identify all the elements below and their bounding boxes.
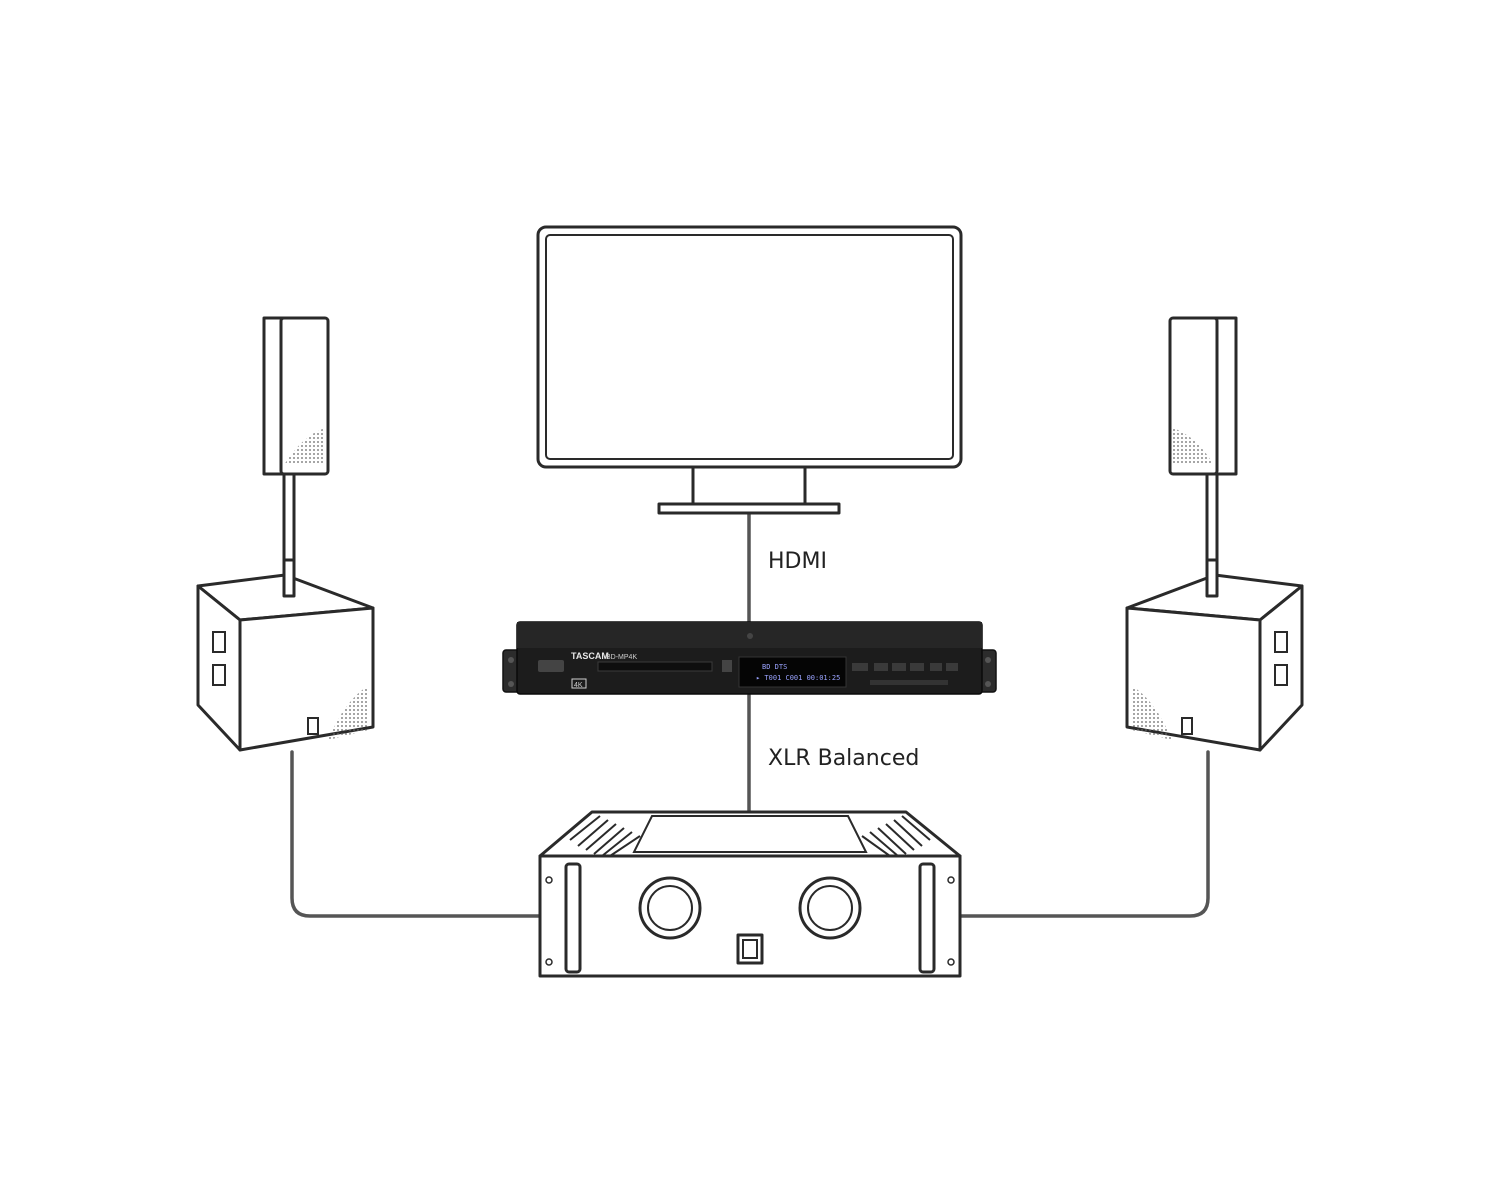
right-satellite-speaker-icon: [1168, 316, 1238, 600]
amplifier-icon: [538, 810, 962, 978]
skip-forward-button[interactable]: [946, 663, 958, 671]
play-button[interactable]: [892, 663, 906, 671]
right-subwoofer-icon: [1125, 558, 1304, 752]
left-volume-knob[interactable]: [638, 876, 702, 940]
badge-4k-frame: [571, 678, 587, 689]
xlr-balanced-label: XLR Balanced: [768, 746, 920, 771]
player-model: BD-MP4K: [606, 654, 637, 661]
left-satellite-speaker-icon: [262, 316, 330, 600]
left-subwoofer-icon: [196, 558, 375, 752]
blu-ray-player: [502, 621, 997, 695]
vfd-display: [738, 656, 847, 688]
left-speaker-cable: [290, 750, 542, 918]
eject-button[interactable]: [722, 660, 732, 672]
play-mode-button[interactable]: [852, 663, 868, 671]
player-brand: TASCAM: [571, 651, 609, 661]
right-speaker-cable: [958, 750, 1210, 918]
hdmi-label: HDMI: [768, 549, 827, 574]
disc-tray[interactable]: [597, 661, 713, 672]
display-line1: BD DTS: [762, 663, 787, 671]
skip-back-button[interactable]: [930, 663, 942, 671]
power-button[interactable]: [538, 660, 564, 672]
control-row: [870, 680, 948, 685]
pause-button[interactable]: [910, 663, 924, 671]
stop-button[interactable]: [874, 663, 888, 671]
display-line2: ▸ T001 C001 00:01:25: [756, 674, 840, 682]
power-switch[interactable]: [736, 933, 764, 965]
badge-4k: 4K: [574, 682, 583, 689]
right-volume-knob[interactable]: [798, 876, 862, 940]
tv-monitor-icon: [536, 225, 963, 515]
